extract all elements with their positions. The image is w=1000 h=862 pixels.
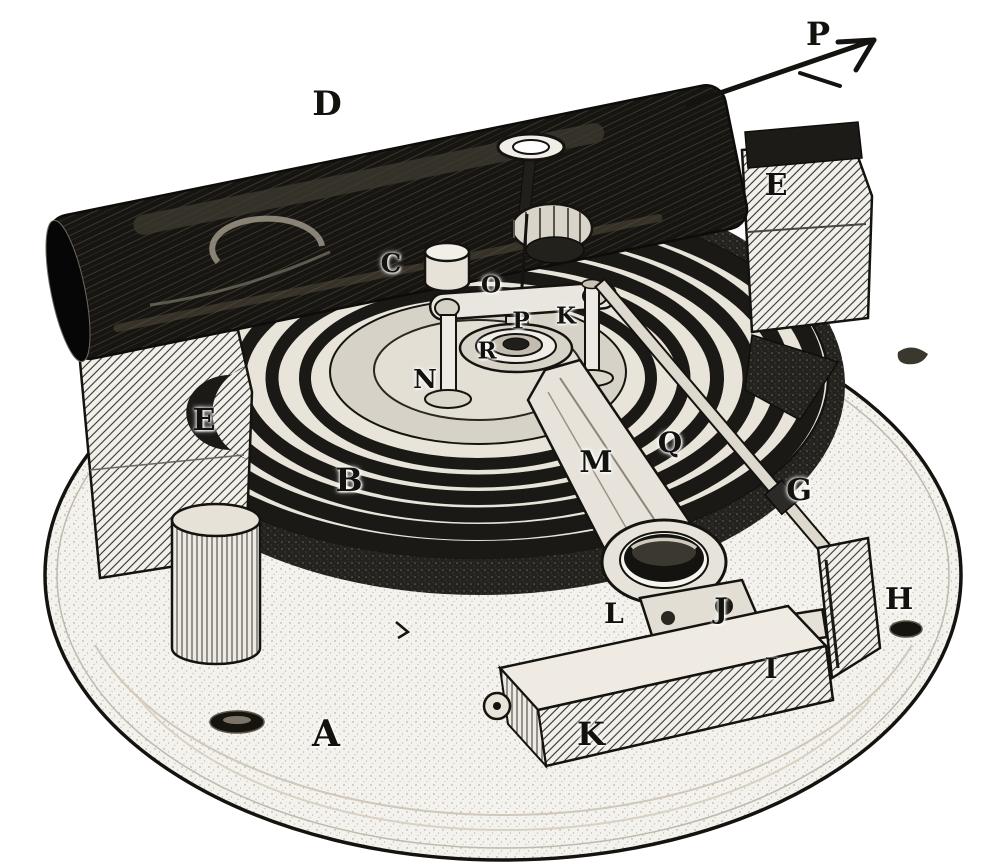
direction-arrow	[685, 37, 877, 107]
left-cylinder-foot	[170, 502, 262, 666]
right-support-block	[740, 121, 874, 421]
torsion-head	[403, 132, 594, 331]
base-hole-left	[209, 710, 265, 734]
slide-block	[482, 604, 835, 770]
base-hole-right	[889, 620, 923, 638]
spindle	[458, 315, 574, 374]
small-marks	[395, 347, 928, 640]
